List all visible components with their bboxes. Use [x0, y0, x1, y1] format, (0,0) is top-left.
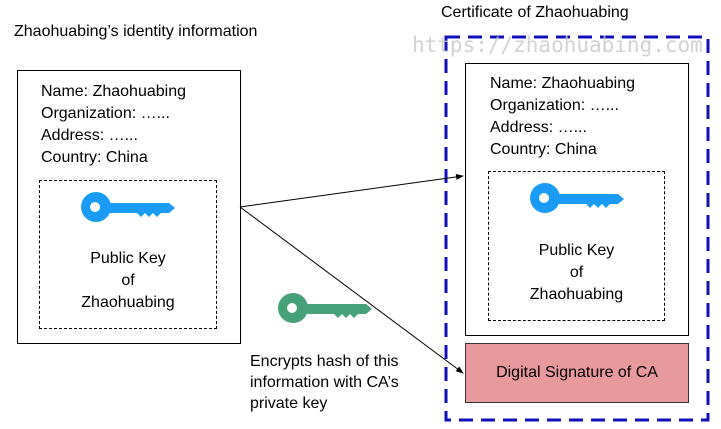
address-field: Address: …...: [490, 119, 587, 136]
certificate-public-key-icon: [530, 183, 624, 213]
certificate-public-key-label: Public Key of Zhaohuabing: [488, 240, 665, 306]
certificate-title: Certificate of Zhaohuabing: [441, 4, 629, 21]
caption-line: information with CA’s: [250, 374, 399, 391]
certificate-public-key-box: [488, 171, 665, 321]
label-line: Public Key: [90, 250, 166, 267]
arrow-to-certificate: [239, 173, 464, 208]
label-line: of: [569, 264, 584, 281]
certificate-fields: Name: Zhaohuabing Organization: …... Add…: [490, 73, 635, 161]
label-line: of: [121, 272, 135, 289]
caption-line: Encrypts hash of this: [250, 353, 399, 370]
caption-line: private key: [250, 395, 328, 412]
identity-fields: Name: Zhaohuabing Organization: …... Add…: [41, 81, 186, 169]
name-field: Name: Zhaohuabing: [41, 83, 186, 100]
arrow-to-signature: [239, 206, 464, 374]
country-field: Country: China: [41, 149, 148, 166]
public-key-icon: [81, 192, 175, 222]
public-key-box: [39, 180, 217, 329]
label-line: Public Key: [538, 242, 615, 259]
organization-field: Organization: …...: [490, 97, 619, 114]
watermark: https://zhaohuabing.com: [412, 33, 703, 57]
certificate-border: [444, 35, 710, 422]
left-title: Zhaohuabing’s identity information: [14, 23, 258, 40]
identity-box: [17, 70, 241, 344]
organization-field: Organization: …...: [41, 105, 170, 122]
address-field: Address: …...: [41, 127, 138, 144]
public-key-label: Public Key of Zhaohuabing: [39, 248, 217, 314]
country-field: Country: China: [490, 141, 597, 158]
certificate-identity-box: [465, 63, 689, 336]
label-line: Zhaohuabing: [529, 286, 624, 303]
digital-signature-box: Digital Signature of CA: [465, 343, 689, 403]
private-key-icon: [278, 293, 372, 323]
private-key-caption: Encrypts hash of this information with C…: [250, 351, 399, 414]
label-line: Zhaohuabing: [81, 294, 175, 311]
name-field: Name: Zhaohuabing: [490, 75, 635, 92]
